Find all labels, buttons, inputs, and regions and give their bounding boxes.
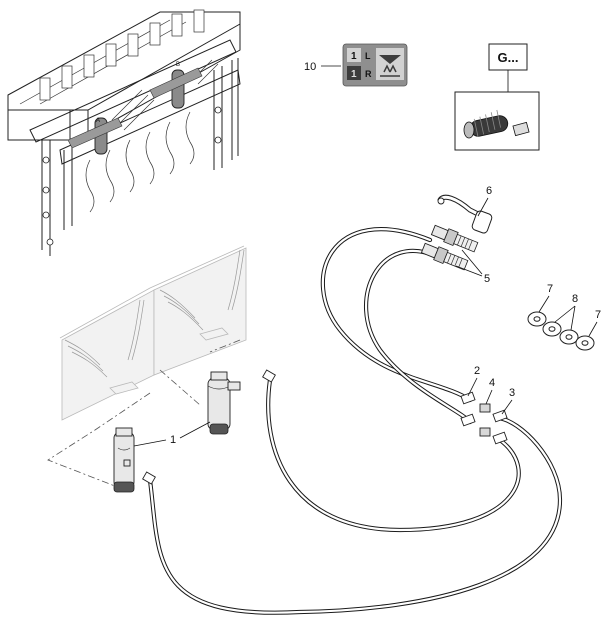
- callout-2: 2: [474, 365, 480, 377]
- frame-cylinder-a: [67, 117, 123, 155]
- placement-line-2: [159, 339, 241, 406]
- hose-long-lower: [147, 415, 563, 615]
- callout-4: 4: [489, 377, 495, 389]
- callout-7-right: 7: [595, 309, 601, 321]
- callout-1: 1: [170, 434, 176, 446]
- decal-top-number: 1: [351, 51, 357, 62]
- washers: [527, 311, 595, 351]
- cylinder-upper: [207, 371, 241, 435]
- cylinder-lower: [113, 427, 135, 493]
- hose-upper-outer: [320, 227, 473, 403]
- handle-grip-icon: [463, 109, 530, 139]
- decal-bottom-number: 1: [351, 69, 357, 80]
- hydraulic-decal: 1 1 L R: [342, 43, 408, 87]
- decal-top-letter: L: [365, 51, 371, 61]
- decal-bottom-letter: R: [365, 69, 372, 79]
- frame-label-a: A: [96, 118, 100, 124]
- hose-mid-loop: [266, 377, 521, 533]
- frame-cylinder-b: [149, 67, 203, 109]
- frame-assembly: A B: [7, 9, 241, 256]
- adapters: [479, 403, 491, 437]
- hose-upper-inner: [363, 249, 473, 425]
- hose-fittings: [142, 369, 508, 485]
- frame-label-b: B: [176, 62, 180, 68]
- quick-couplers: [420, 224, 479, 271]
- reference-box: G...: [454, 43, 540, 151]
- callout-7-left: 7: [547, 283, 553, 295]
- callout-10: 10: [304, 61, 316, 73]
- ghost-subassembly: [59, 245, 247, 421]
- callout-3: 3: [509, 387, 515, 399]
- callout-8: 8: [572, 293, 578, 305]
- placement-line-1: [47, 392, 151, 489]
- dust-cap: [437, 194, 493, 234]
- callout-5: 5: [484, 273, 490, 285]
- reference-box-label: G...: [498, 50, 519, 65]
- decal-hopper-icon: [379, 55, 401, 64]
- callout-6: 6: [486, 185, 492, 197]
- callouts: 10 6 5 7 8 7 2 4 3 1: [133, 61, 601, 447]
